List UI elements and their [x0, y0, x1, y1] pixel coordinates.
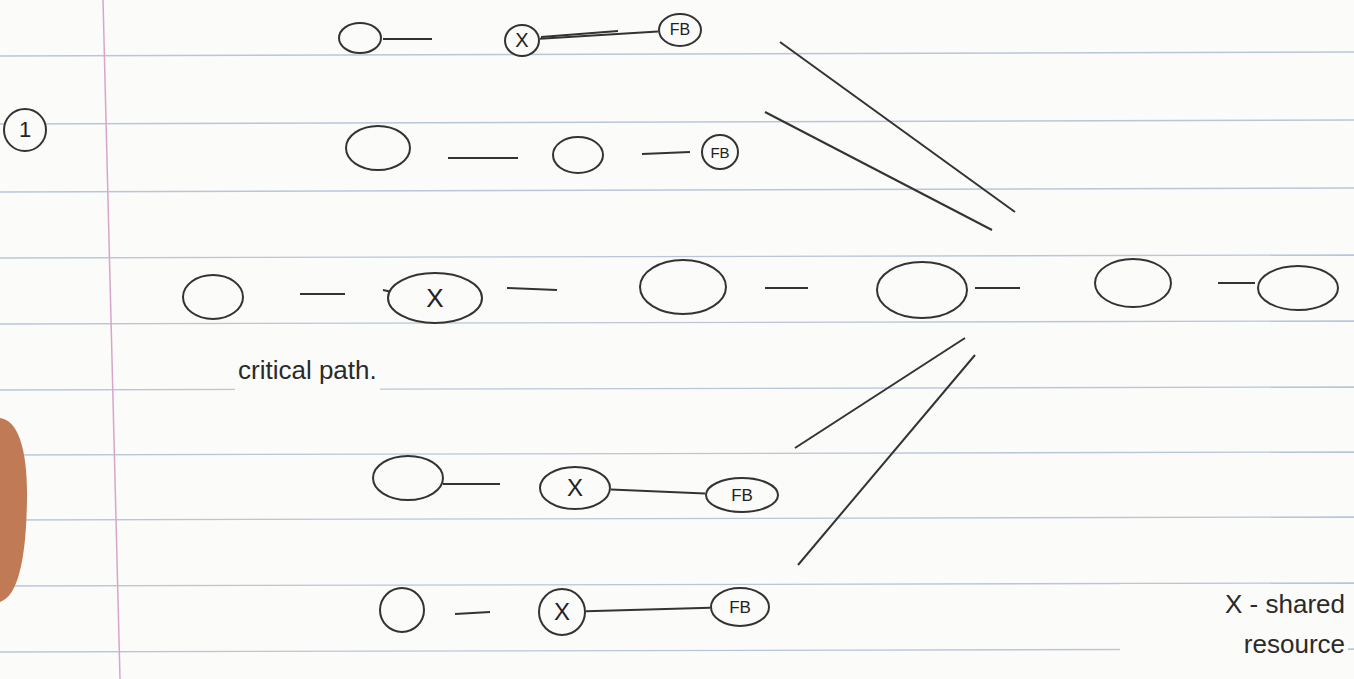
node-text: X [426, 285, 443, 311]
node-text: FB [670, 22, 690, 38]
connector-line [540, 31, 658, 38]
node-text: X [567, 476, 583, 500]
margin-line [103, 0, 120, 679]
circle-node: X [538, 588, 586, 636]
circle-node: FB [701, 134, 739, 170]
connector-line [611, 490, 705, 494]
connector-line [586, 608, 710, 611]
path-illustration [183, 23, 1338, 632]
ruled-lines [0, 52, 1354, 652]
path-note: critical path. [235, 350, 380, 390]
node-text: FB [731, 487, 753, 504]
node-text: FB [710, 145, 729, 160]
circle-node: 1 [3, 108, 47, 152]
circle-node: FB [658, 13, 702, 47]
circle-node: X [504, 24, 540, 57]
node-text: 1 [19, 119, 31, 141]
node-text: FB [729, 599, 751, 616]
legend-note: X - shared resource [1120, 584, 1348, 665]
finger [0, 418, 27, 602]
node-text: X [554, 600, 570, 624]
node-text: X [515, 30, 528, 50]
circle-node: X [387, 272, 483, 324]
circle-node: FB [710, 587, 770, 627]
circle-node: X [539, 466, 611, 510]
circle-node: FB [705, 477, 779, 513]
